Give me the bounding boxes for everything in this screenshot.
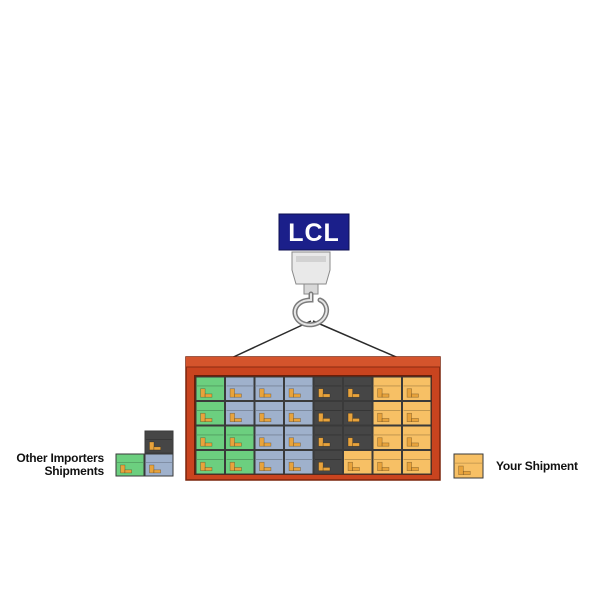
cargo-box bbox=[402, 425, 432, 450]
cargo-box bbox=[254, 425, 284, 450]
other-importers-stack bbox=[115, 430, 174, 477]
cargo-box bbox=[254, 401, 284, 426]
cargo-box bbox=[343, 425, 373, 450]
cargo-box bbox=[372, 401, 402, 426]
cargo-box bbox=[372, 425, 402, 450]
cargo-box bbox=[313, 425, 343, 450]
cargo-box bbox=[313, 450, 343, 475]
cargo-box bbox=[225, 376, 255, 401]
cargo-box bbox=[284, 376, 314, 401]
cargo-box bbox=[372, 376, 402, 401]
crane-block bbox=[291, 251, 331, 295]
cargo-box bbox=[343, 450, 373, 475]
cargo-box bbox=[195, 425, 225, 450]
cargo-box bbox=[225, 425, 255, 450]
cargo-box bbox=[313, 401, 343, 426]
your-shipment-box-icon bbox=[453, 453, 484, 479]
container-cargo bbox=[195, 376, 432, 475]
your-shipment-label: Your Shipment bbox=[496, 459, 578, 473]
crane-hook-icon bbox=[292, 291, 330, 328]
other-importers-label: Other Importers Shipments bbox=[0, 452, 104, 478]
cargo-box bbox=[284, 425, 314, 450]
cargo-box bbox=[254, 450, 284, 475]
lcl-sign: LCL bbox=[278, 213, 350, 251]
cargo-box bbox=[195, 450, 225, 475]
cargo-box bbox=[254, 376, 284, 401]
cargo-box bbox=[313, 376, 343, 401]
cargo-box bbox=[284, 450, 314, 475]
other-shipment-box bbox=[144, 453, 174, 477]
your-shipment-box bbox=[453, 453, 484, 479]
cargo-box bbox=[372, 450, 402, 475]
cargo-box bbox=[343, 401, 373, 426]
other-shipment-box bbox=[115, 453, 145, 477]
other-importers-label-line1: Other Importers bbox=[16, 451, 104, 465]
cargo-box bbox=[195, 401, 225, 426]
sling-rope-right bbox=[312, 320, 404, 361]
cargo-box bbox=[195, 376, 225, 401]
cargo-box bbox=[225, 450, 255, 475]
cargo-box bbox=[284, 401, 314, 426]
sling-rope-left bbox=[226, 320, 312, 361]
cargo-box bbox=[225, 401, 255, 426]
cargo-box bbox=[402, 376, 432, 401]
cargo-box bbox=[402, 450, 432, 475]
cargo-box bbox=[402, 401, 432, 426]
other-shipment-box bbox=[144, 430, 174, 454]
other-importers-label-line2: Shipments bbox=[44, 464, 104, 478]
lcl-sign-label: LCL bbox=[288, 219, 340, 247]
cargo-box bbox=[343, 376, 373, 401]
